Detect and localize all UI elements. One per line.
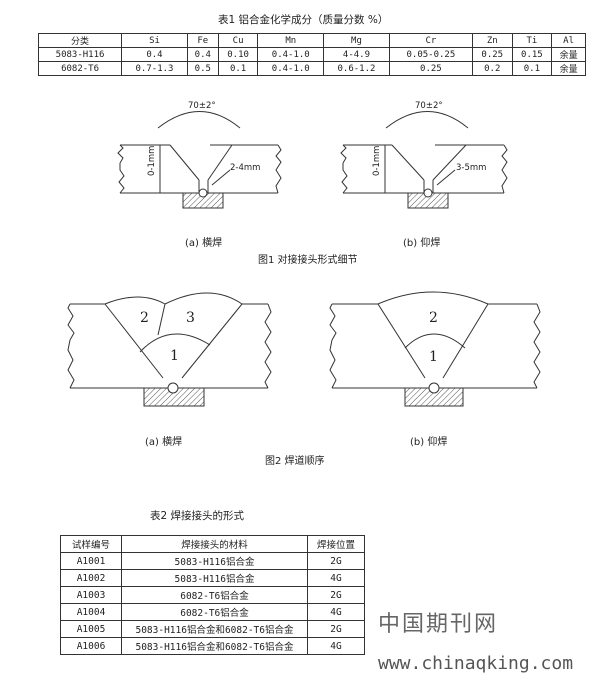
cell: A1005 [60,620,122,638]
cell: 0.25 [388,61,473,76]
table-row: 5083-H116 0.4 0.4 0.10 0.4-1.0 4-4.9 0.0… [37,47,586,62]
figure2-left-passes [67,292,272,407]
figure1-left-joint [117,111,282,209]
cell: 5083-H116铝合金和6082-T6铝合金 [121,620,308,638]
cell: 6082-T6铝合金 [121,586,308,604]
cell: 0.1 [217,61,259,76]
table-row: 6082-T6 0.7-1.3 0.5 0.1 0.4-1.0 0.6-1.2 … [37,61,586,76]
cell: A1003 [60,586,122,604]
composition-table: 分类 Si Fe Cu Mn Mg Cr Zn Ti Al 5083-H116 … [37,33,586,76]
subfigure-label: (a) 横焊 [185,238,223,249]
cell: A1004 [60,603,122,621]
angle-label: 70±2° [415,101,443,111]
table-row: A1002 5083-H116铝合金 4G [60,569,365,587]
cell: 5083-H116铝合金和6082-T6铝合金 [121,637,308,655]
cell: 0.6-1.2 [323,61,390,76]
subfigure-label: (a) 横焊 [145,437,183,448]
table2-title: 表2 焊接接头的形式 [150,510,245,522]
root-label: 2-4mm [230,163,261,173]
cell: 0.4 [186,47,219,62]
cell: 4G [307,637,365,655]
table-row: A1004 6082-T6铝合金 4G [60,603,365,621]
cell: 2G [307,586,365,604]
table-row: A1006 5083-H116铝合金和6082-T6铝合金 4G [60,637,365,655]
gap-label: 0-1mm [147,145,157,176]
cell: 4G [307,569,365,587]
pass-number: 2 [140,310,149,326]
cell: 2G [307,620,365,638]
cell: 0.4-1.0 [257,61,325,76]
joint-type-table: 试样编号 焊接接头的材料 焊接位置 A1001 5083-H116铝合金 2G … [60,535,365,655]
table-row: A1003 6082-T6铝合金 2G [60,586,365,604]
pass-number: 3 [186,310,195,326]
cell: 5083-H116铝合金 [121,552,308,570]
watermark-url: www.chinaqking.com [378,653,574,674]
header-cell: 试样编号 [60,535,122,553]
table-row: A1001 5083-H116铝合金 2G [60,552,365,570]
cell: 余量 [551,61,586,76]
header-cell: 焊接接头的材料 [121,535,308,553]
angle-label: 70±2° [188,101,216,111]
table1-title: 表1 铝合金化学成分（质量分数 %） [218,14,389,26]
gap-label: 0-1mm [372,145,382,176]
watermark-cn: 中国期刊网 [378,612,499,637]
cell: 余量 [551,47,586,62]
header-cell: 焊接位置 [307,535,365,553]
pass-number: 1 [429,349,438,365]
subfigure-label: (b) 仰焊 [403,238,441,249]
cell: A1002 [60,569,122,587]
table-header-row: 试样编号 焊接接头的材料 焊接位置 [60,535,365,553]
table-row: A1005 5083-H116铝合金和6082-T6铝合金 2G [60,620,365,638]
pass-number: 1 [170,348,179,364]
figure2-right-passes [329,291,541,407]
cell: 0.5 [186,61,219,76]
root-label: 3-5mm [456,163,487,173]
subfigure-label: (b) 仰焊 [410,437,448,448]
cell: 6082-T6铝合金 [121,603,308,621]
figure1-caption: 图1 对接接头形式细节 [258,255,358,266]
pass-number: 2 [429,310,438,326]
cell: 2G [307,552,365,570]
cell: A1001 [60,552,122,570]
figure2-caption: 图2 焊道顺序 [265,456,325,467]
cell: A1006 [60,637,122,655]
cell: 5083-H116铝合金 [121,569,308,587]
cell: 6082-T6 [37,61,123,76]
cell: 4G [307,603,365,621]
figure1-right-joint [340,111,508,209]
